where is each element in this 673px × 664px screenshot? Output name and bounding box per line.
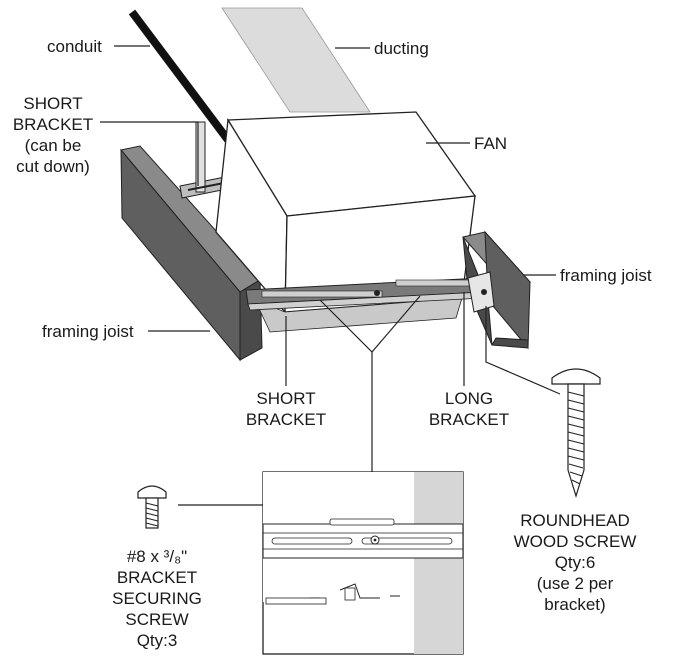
fan-label: FAN: [474, 134, 508, 153]
conduit: [128, 9, 232, 143]
ducting: [221, 7, 371, 113]
bracket-securing-screw-icon: [137, 485, 167, 529]
bracket-rail: [245, 271, 495, 313]
short-bracket-top-label: SHORT BRACKET (can be cut down): [12, 94, 94, 176]
ducting-label: ducting: [374, 39, 429, 58]
short-bracket-bottom-label: SHORT BRACKET: [245, 389, 327, 429]
framing-joist-right-label: framing joist: [560, 266, 652, 285]
detail-inset: [262, 471, 464, 655]
securing-screw-label: #8 x ³/₈" BRACKET SECURING SCREW Qty:3: [112, 547, 202, 650]
framing-joist-left-label: framing joist: [42, 322, 134, 341]
conduit-label: conduit: [47, 37, 102, 56]
long-bracket-label: LONG BRACKET: [428, 389, 510, 429]
roundhead-wood-screw-icon: [551, 368, 601, 499]
wood-screw-label: ROUNDHEAD WOOD SCREW Qty:6 (use 2 per br…: [513, 511, 637, 614]
